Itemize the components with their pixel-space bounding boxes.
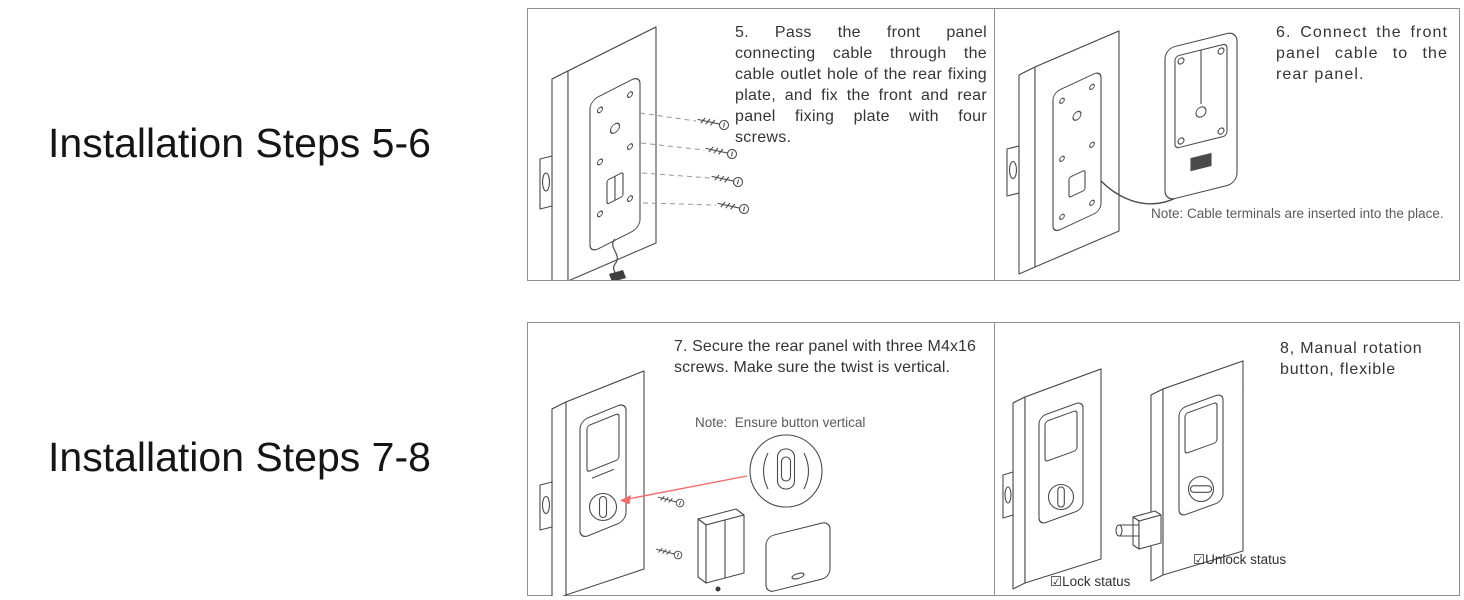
step6-door-illustration bbox=[1006, 30, 1238, 275]
thumbturn-knob bbox=[588, 492, 618, 522]
panel-step-7: 7. Secure the rear panel with three M4x1… bbox=[527, 322, 995, 596]
step7-note: Note: Ensure button vertical bbox=[695, 415, 866, 430]
step8-instruction: 8, Manual rotation button, flexible bbox=[1280, 340, 1423, 378]
step6-note: Note: Cable terminals are inserted into … bbox=[1151, 206, 1444, 221]
screw-guide-lines bbox=[639, 112, 717, 206]
step5-door-illustration bbox=[539, 26, 750, 280]
section-title-steps-7-8: Installation Steps 7-8 bbox=[48, 434, 431, 480]
rear-fixing-plate bbox=[589, 78, 641, 251]
step8-doors-illustration bbox=[1002, 360, 1244, 590]
panel-row-steps-7-8: 7. Secure the rear panel with three M4x1… bbox=[527, 322, 1460, 596]
lock-status-label: ☑Lock status bbox=[1050, 574, 1131, 589]
step7-instruction: 7. Secure the rear panel with three M4x1… bbox=[674, 338, 977, 376]
step7-door-illustration bbox=[539, 370, 831, 596]
unlock-status-label: ☑Unlock status bbox=[1193, 552, 1287, 567]
m4x16-screws bbox=[655, 495, 685, 560]
deadbolt-assembly bbox=[1115, 510, 1162, 550]
rear-fixing-plate bbox=[1052, 72, 1102, 232]
lock-knob-vertical bbox=[1047, 483, 1075, 511]
step6-instruction: 6. Connect the front panel cable to the … bbox=[1276, 24, 1448, 83]
battery-box bbox=[697, 508, 745, 584]
step5-instruction: 5. Pass the front panel connecting cable… bbox=[735, 24, 987, 146]
battery-cover bbox=[765, 522, 831, 592]
small-screw-dot bbox=[715, 586, 721, 592]
cable-terminal bbox=[1190, 152, 1212, 172]
panel-row-steps-5-6: 5. Pass the front panel connecting cable… bbox=[527, 8, 1460, 281]
button-detail-magnifier bbox=[749, 434, 823, 508]
front-panel-back bbox=[1164, 32, 1238, 200]
section-title-steps-5-6: Installation Steps 5-6 bbox=[48, 120, 431, 166]
red-pointer-arrow bbox=[620, 475, 748, 505]
panel-step-8: 8, Manual rotation button, flexible ☑Loc… bbox=[994, 322, 1460, 596]
unlock-knob-horizontal bbox=[1187, 475, 1215, 503]
panel-step-5: 5. Pass the front panel connecting cable… bbox=[527, 8, 995, 281]
cable-connector bbox=[609, 270, 626, 280]
panel-step-6: 6. Connect the front panel cable to the … bbox=[994, 8, 1460, 281]
four-screws bbox=[697, 117, 750, 215]
